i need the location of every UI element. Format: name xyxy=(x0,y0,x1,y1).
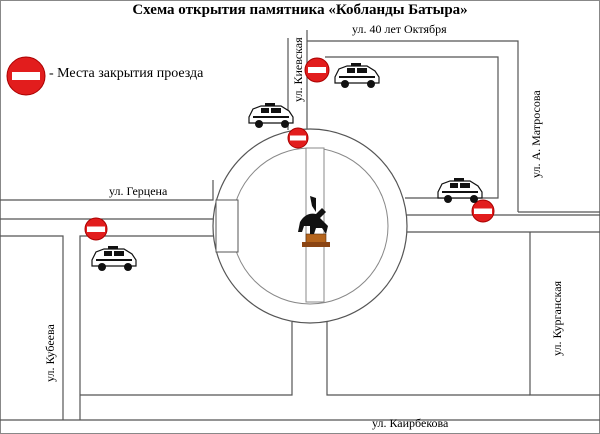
no-entry-sign-icon xyxy=(287,127,309,149)
map-title: Схема открытия памятника «Кобланды Батыр… xyxy=(132,2,468,18)
street-label-kairbekova: ул. Каирбекова xyxy=(372,416,449,430)
legend-label: - Места закрытия проезда xyxy=(49,66,204,81)
no-entry-sign-icon xyxy=(471,199,495,223)
roundabout-west-entry xyxy=(215,199,239,253)
taxi-car-icon xyxy=(248,103,294,128)
block-edge-kubeeva-east xyxy=(79,235,213,420)
taxi-car-icon xyxy=(334,63,380,88)
taxi-car-icon xyxy=(437,178,483,203)
street-label-kurganskaya: ул. Курганская xyxy=(550,280,564,356)
street-label-kievskaya: ул. Киевская xyxy=(291,37,305,102)
street-label-matrosova: ул. А. Матросова xyxy=(529,90,543,178)
block-edge-south-west xyxy=(80,322,293,396)
street-label-gertsena: ул. Герцена xyxy=(109,184,168,198)
block-edge-oktyabrya-north xyxy=(307,40,519,212)
block-edge-gertsena-north xyxy=(0,180,214,201)
block-edge-kurganskaya-west xyxy=(529,232,600,396)
street-outlines xyxy=(0,30,600,421)
taxi-car-icon xyxy=(91,246,137,271)
monument-equestrian-statue-icon xyxy=(298,196,330,247)
no-entry-sign-icon xyxy=(84,217,108,241)
street-label-kubeeva: ул. Кубеева xyxy=(43,323,57,382)
no-entry-sign-icon xyxy=(6,56,46,96)
block-edge-south-east xyxy=(326,322,530,396)
block-edge-kubeeva-west xyxy=(0,235,64,420)
no-entry-sign-icon xyxy=(304,57,330,83)
street-label-oktyabrya: ул. 40 лет Октября xyxy=(352,22,447,36)
